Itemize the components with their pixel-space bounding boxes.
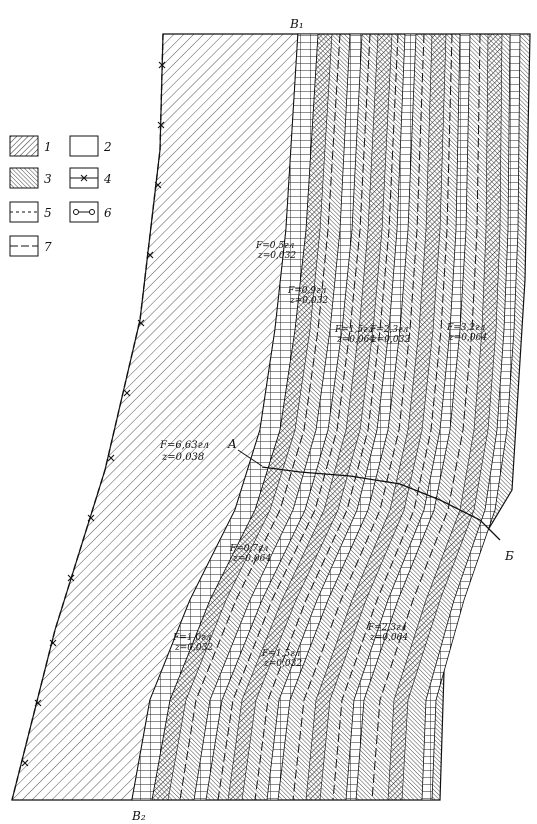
svg-text:F=2,3гл: F=2,3гл [367,623,407,633]
legend-num-6: 6 [104,206,112,220]
svg-text:z=0,032: z=0,032 [289,296,328,306]
point-b1-label: B₁ [289,17,304,31]
plot-label: F=0,7гл z=0,064 [229,544,271,564]
legend: 1 2 3 4 5 6 7 [9,135,112,257]
svg-text:F=2,3гл: F=2,3гл [369,325,409,335]
legend-num-5: 5 [44,206,52,220]
pointer-a [237,449,263,467]
svg-text:F=3,2гл: F=3,2гл [446,323,486,333]
svg-text:z=0,032: z=0,032 [263,659,302,669]
svg-text:z=0,032: z=0,032 [371,335,410,345]
dashed-boundaries [179,33,481,801]
svg-text:F=0,7гл: F=0,7гл [229,544,269,554]
plot-label: F=3,2гл z=0,064 [446,323,487,343]
svg-text:z=0,032: z=0,032 [174,643,213,653]
svg-text:z=0,038: z=0,038 [161,452,204,463]
legend-swatch-3 [9,167,39,189]
svg-text:F=1,5гл: F=1,5гл [334,325,374,335]
svg-text:F=1,0гл: F=1,0гл [172,633,212,643]
svg-text:z=0,064: z=0,064 [369,633,408,643]
legend-swatch-1 [9,135,39,157]
strip-bands [131,33,521,801]
legend-num-7: 7 [44,240,52,254]
point-a-label: A [227,437,237,451]
profile-line-a-b [261,466,501,541]
boundary-crosses [21,61,166,767]
legend-swatch-2 [69,135,99,157]
svg-text:z=0,064: z=0,064 [336,335,375,345]
plot-label: F=1,5гл z=0,064 [334,325,375,345]
boundary-cross-line [11,33,164,801]
legend-num-2: 2 [103,140,112,154]
svg-text:F=6,63гл: F=6,63гл [159,440,209,451]
svg-text:z=0,032: z=0,032 [257,251,296,261]
legend-num-3: 3 [44,172,52,186]
point-b2-label: B₂ [131,809,146,823]
svg-text:F=0,5гл: F=0,5гл [255,241,295,251]
svg-text:z=0,064: z=0,064 [232,554,271,564]
plot-label: F=2,3гл z=0,032 [369,325,410,345]
point-b-label: Б [504,549,514,563]
svg-text:F=1,5гл: F=1,5гл [261,649,301,659]
plot-label: F=1,0гл z=0,032 [172,633,213,653]
svg-text:F=0,9гл: F=0,9гл [287,286,327,296]
plot-label: F=0,9гл z=0,032 [287,286,328,306]
legend-num-1: 1 [44,140,52,154]
svg-text:z=0,064: z=0,064 [448,333,487,343]
plot-label: F=2,3гл z=0,064 [367,623,408,643]
legend-num-4: 4 [103,172,112,186]
plot-label: F=0,5гл z=0,032 [255,241,296,261]
plot-label: F=6,63гл z=0,038 [159,440,209,463]
plot-label: F=1,5гл z=0,032 [261,649,302,669]
